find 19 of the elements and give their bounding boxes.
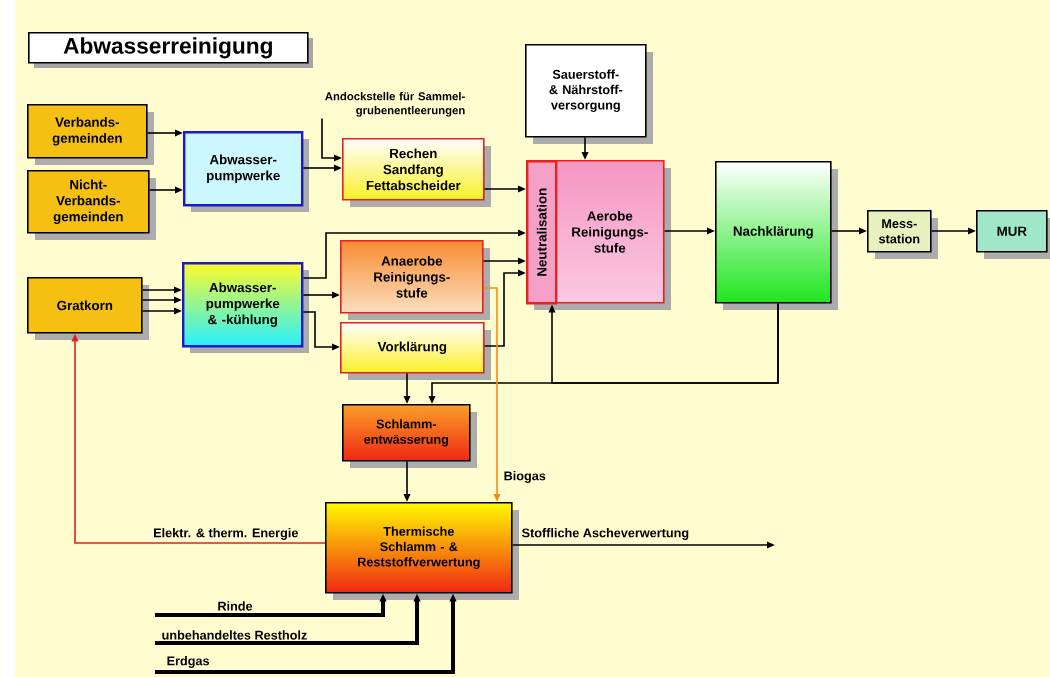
process-box: MUR [976, 210, 1050, 259]
process-box: Abwasser- pumpwerke & -kühlung [182, 262, 309, 353]
edge-label: Rinde [216, 600, 254, 612]
process-box: Nachklärung [715, 161, 838, 310]
edge-label: unbehandeltes Restholz [160, 629, 309, 641]
process-box: Vorklärung [340, 322, 491, 380]
process-box: Nicht- Verbands- gemeinden [27, 170, 156, 240]
process-box: Gratkorn [27, 277, 149, 340]
process-box: Sauerstoff- & Nährstoff- versorgung [525, 44, 653, 144]
process-strip: Neutralisation [526, 160, 558, 305]
title-box: Abwasserreinigung [28, 32, 313, 68]
process-box: Rechen Sandfang Fettabscheider [342, 138, 491, 207]
process-box: Mess- station [867, 210, 938, 259]
process-box: Anaerobe Reinigungs- stufe [340, 240, 490, 320]
process-box: Thermische Schlamm - & Reststoffverwertung [325, 502, 519, 600]
note-text: Andockstelle für Sammel- grubenentleerungen [325, 91, 465, 117]
process-box: Abwasser- pumpwerke [183, 131, 309, 212]
process-box: Schlamm- entwässerung [342, 404, 477, 468]
process-box: Verbands- gemeinden [27, 104, 154, 165]
